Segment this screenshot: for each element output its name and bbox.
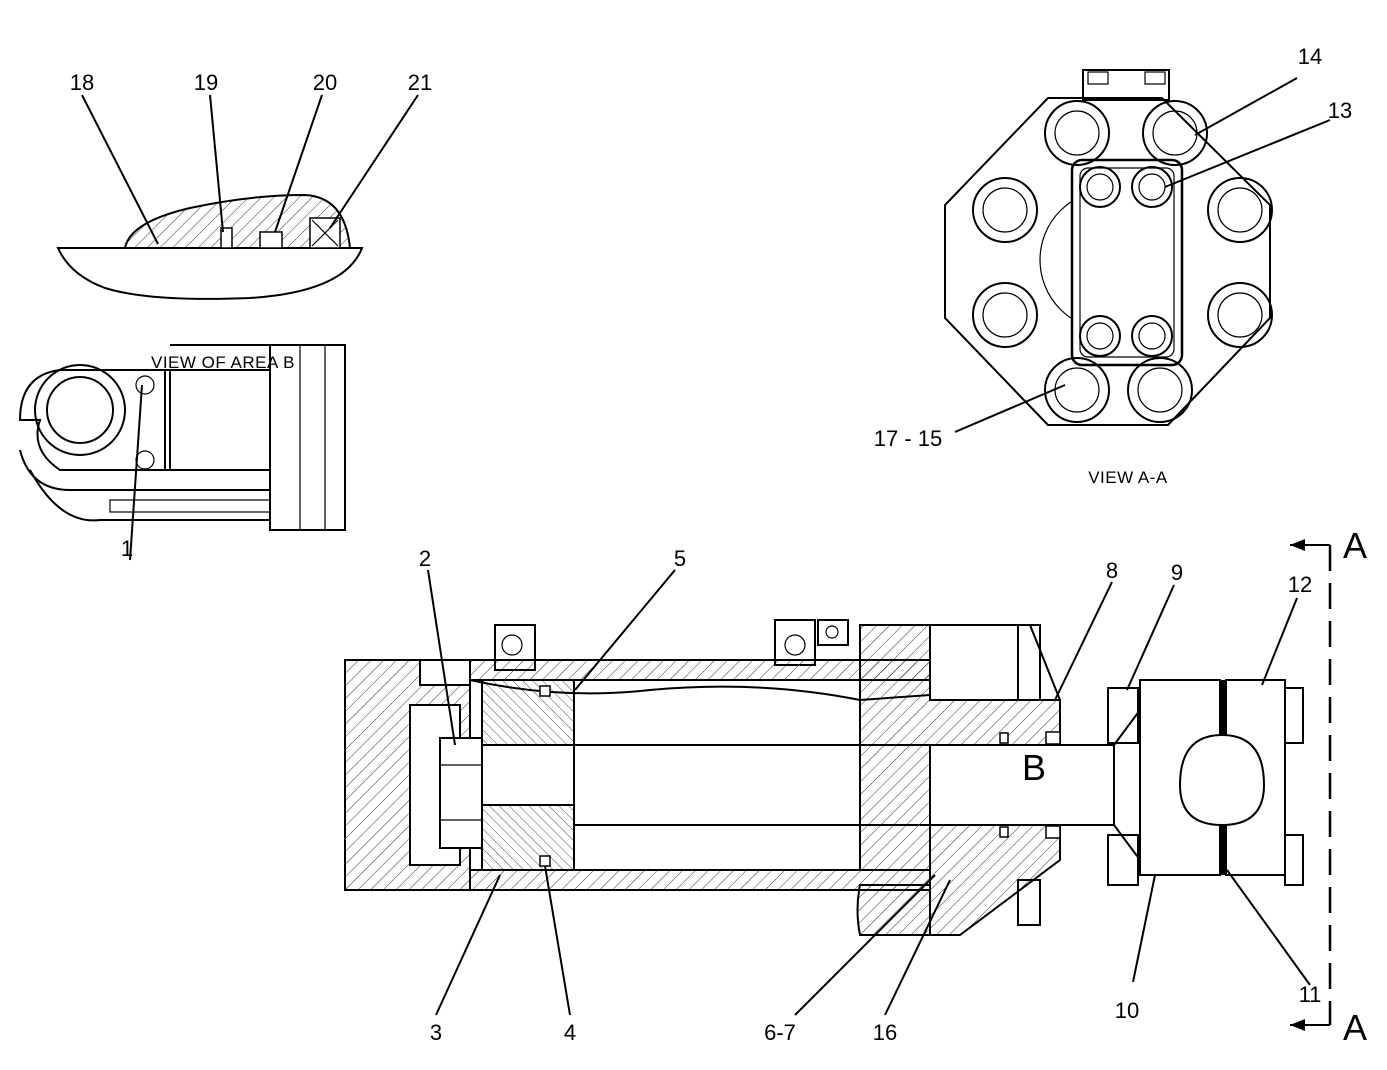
leader-20 [274,94,323,233]
bolt-head [1079,166,1121,208]
callout-17-15: 17 - 15 [874,426,943,451]
bolt-head [972,177,1038,243]
leader-4 [544,865,571,1016]
piston-seal-top [539,685,551,697]
leader-3 [435,874,501,1016]
callout-10: 10 [1115,998,1139,1023]
clamp-bolt-heads [1079,166,1173,357]
bolt-head [1079,315,1121,357]
section-letter-a-top: A [1343,525,1367,566]
leader-21 [329,94,419,229]
buffer-seal-20 [259,231,283,249]
leader-2 [427,569,456,746]
leader-12 [1261,597,1298,686]
clamp-bolt-9 [1107,687,1139,744]
callout-19: 19 [194,70,218,95]
wiper-seal-19 [220,227,233,249]
clamp-bore [1178,733,1266,827]
leader-17-15 [954,384,1066,433]
bolt-head [1044,100,1110,166]
callout-11: 11 [1299,982,1322,1007]
rod-eye-body [18,369,171,471]
piston-seal-bottom [539,855,551,867]
rod-eye-bore [46,376,114,444]
rod-eye-neck [269,344,346,531]
leader-6-7 [794,874,936,1016]
leader-10 [1132,874,1156,983]
flange-bolt-heads [972,100,1273,423]
bolt-head [1142,100,1208,166]
callout-14: 14 [1298,44,1322,69]
leader-16 [884,879,951,1016]
end-view-a-a: 14 13 17 - 15 VIEW A-A [874,44,1352,487]
bolt-head [1207,177,1273,243]
piston-nut-2 [439,737,483,849]
callout-12: 12 [1288,572,1312,597]
leader-5 [574,569,676,691]
leader-9 [1126,584,1175,691]
callout-16: 16 [873,1020,897,1045]
bolt-head [1044,357,1110,423]
leader-19 [209,94,224,233]
gland-bolt [1017,879,1041,926]
callout-1: 1 [121,536,133,561]
shim-11-top [1219,680,1227,740]
callout-20: 20 [313,70,337,95]
leader-14 [1194,77,1298,136]
bolt-head [1127,357,1193,423]
rod-section-outline [56,247,364,300]
leader-11 [1226,869,1311,986]
shim-11-bottom [1219,815,1227,875]
callout-6-7: 6-7 [764,1020,796,1045]
mount-lug-1 [494,624,536,671]
mount-lug-2 [774,619,816,666]
leader-1 [129,384,143,561]
callout-4: 4 [564,1020,576,1045]
leader-8 [1054,581,1113,701]
clamp-bolt-lower [1107,834,1139,886]
gland-8 [859,624,1061,871]
bolt-head [1131,166,1173,208]
area-b-marker: B [1022,747,1046,788]
clamp-block [1070,158,1184,367]
caption-view-a-a: VIEW A-A [1088,468,1168,487]
caption-view-of-area-b: VIEW OF AREA B [151,353,295,372]
port-block [1082,69,1170,101]
callout-5: 5 [674,546,686,571]
leader-18 [81,94,159,245]
cylinder-assembly-section: A A B 1 2 3 4 5 6-7 8 16 9 10 11 12 [18,344,1367,1048]
section-letter-a-bottom: A [1343,1007,1367,1048]
callout-2: 2 [419,546,431,571]
callout-3: 3 [430,1020,442,1045]
bolt-head [972,282,1038,348]
callout-9: 9 [1171,560,1183,585]
leader-13 [1164,119,1331,188]
detail-view-area-b: 18 19 20 21 VIEW OF AREA B [56,70,432,372]
callout-21: 21 [408,70,432,95]
callout-8: 8 [1106,558,1118,583]
callout-18: 18 [70,70,94,95]
callout-13: 13 [1328,98,1352,123]
bolt-head [1207,282,1273,348]
bolt-head [1131,315,1173,357]
